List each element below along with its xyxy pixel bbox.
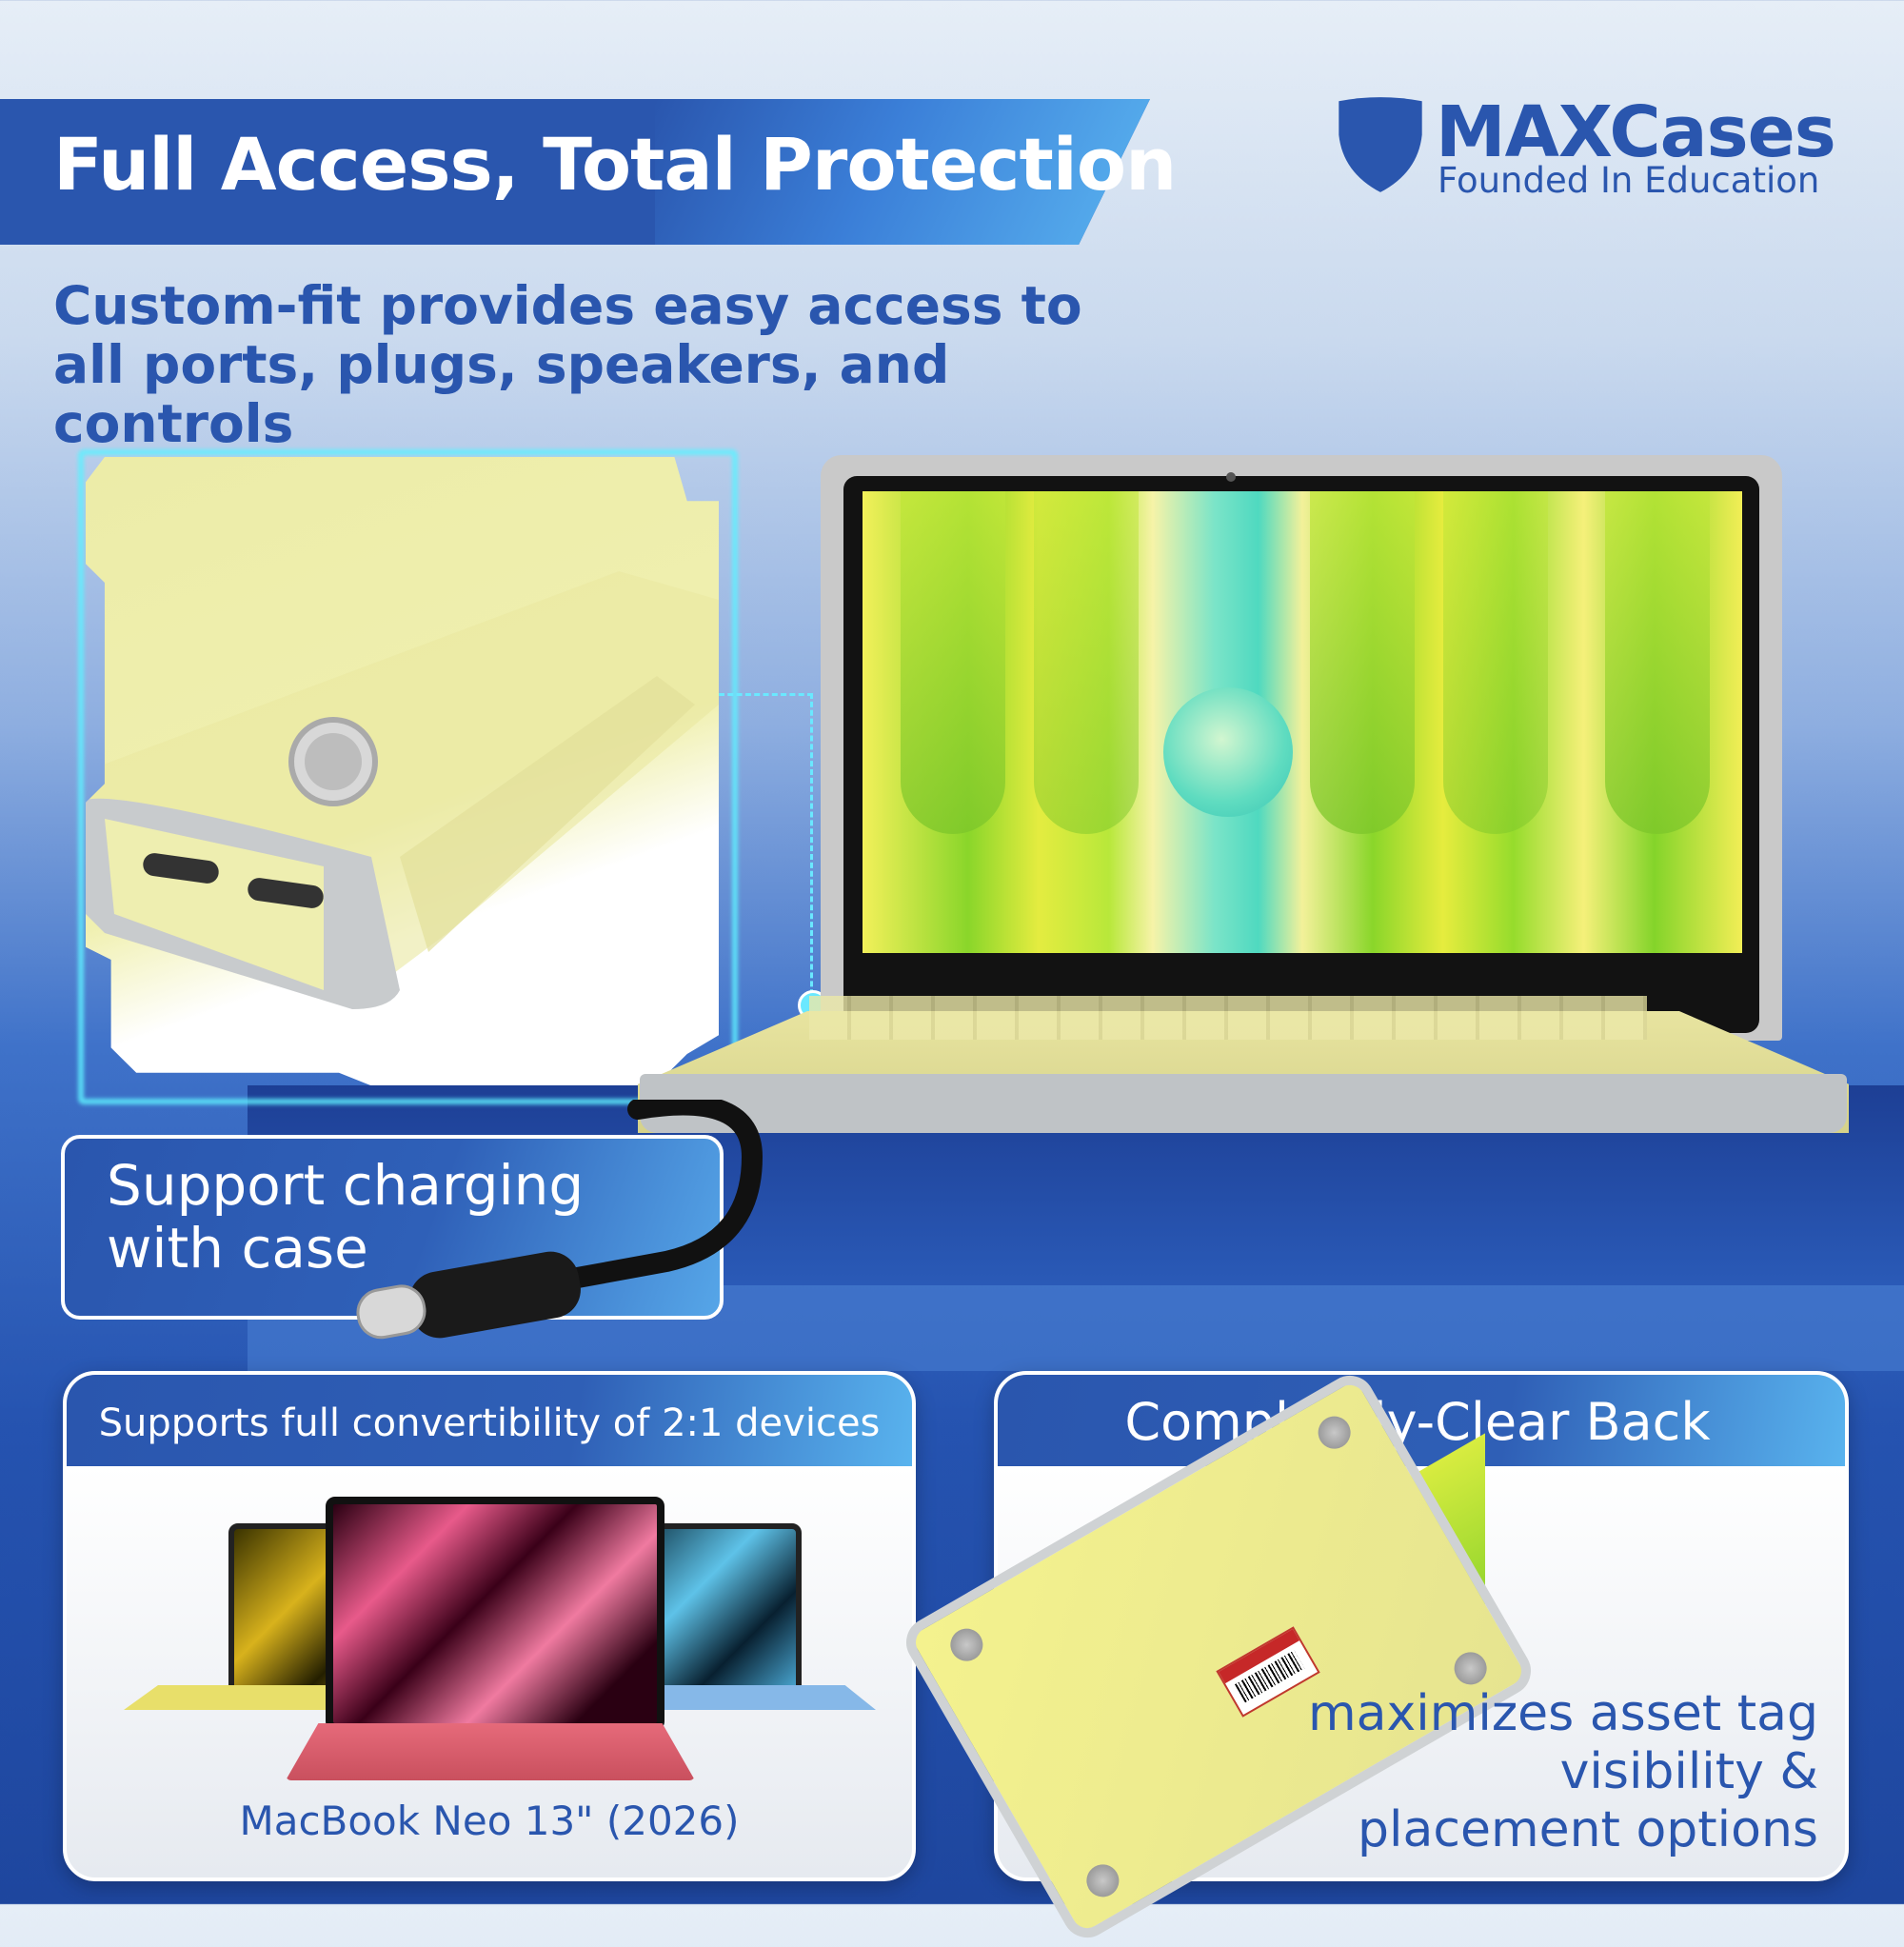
brand-name: MAXCases — [1436, 91, 1836, 173]
camera-icon — [1226, 472, 1236, 482]
charging-callout-text: Support charging with case — [107, 1153, 585, 1281]
title-banner — [0, 99, 1150, 245]
model-name-label: MacBook Neo 13" (2026) — [239, 1798, 740, 1844]
laptop-lineup-image — [124, 1485, 876, 1790]
asset-tag-caption: maximizes asset tag visibility & placeme… — [1308, 1685, 1818, 1858]
callout-connector-line — [719, 693, 813, 1012]
page-title: Full Access, Total Protection — [53, 122, 1177, 207]
usb-c-cable-icon — [356, 1100, 764, 1340]
shield-icon — [1339, 97, 1422, 192]
brand-tagline: Founded In Education — [1438, 160, 1820, 201]
convertibility-card-title: Supports full convertibility of 2:1 devi… — [98, 1401, 881, 1445]
clear-back-card-title: Completely-Clear Back — [1124, 1392, 1711, 1452]
laptop-base-bumper — [640, 1074, 1847, 1133]
laptop-screen-wallpaper — [863, 491, 1742, 953]
page-subtitle: Custom-fit provides easy access to all p… — [53, 275, 1082, 454]
port-closeup-image — [86, 457, 719, 1085]
zoom-glow-outline — [78, 449, 738, 1104]
laptop-keyboard — [809, 996, 1647, 1040]
